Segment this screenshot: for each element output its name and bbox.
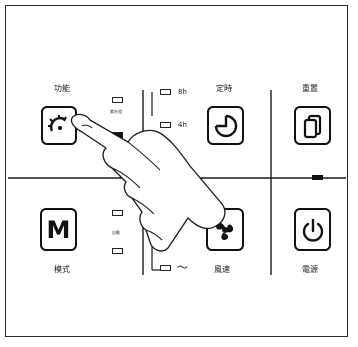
ion-burst-icon: [46, 113, 72, 139]
fan-icon: [211, 216, 239, 244]
power-button[interactable]: [294, 208, 331, 251]
power-icon: [300, 216, 326, 244]
speed-indicator-low: [160, 235, 171, 241]
timer-4h-label: 4h: [178, 122, 187, 129]
uv-indicator-label: 紫外燈: [110, 110, 122, 114]
auto-indicator-label: 自動: [112, 231, 120, 235]
speed-indicator-mid: [160, 265, 171, 271]
power-label: 電源: [302, 266, 318, 274]
mode-indicator-1: [112, 210, 123, 216]
timer-8h-label: 8h: [178, 89, 187, 96]
mode-indicator-2: [112, 248, 123, 254]
function-label: 功能: [54, 85, 70, 93]
ion-indicator-label: 負離子: [110, 145, 122, 149]
reset-button[interactable]: [294, 106, 331, 145]
timer-4h-indicator: [160, 122, 171, 128]
uv-indicator: [112, 97, 123, 103]
led-bar-indicator: [312, 175, 323, 180]
wind-speed-label: 風速: [214, 266, 230, 274]
timer-button[interactable]: [207, 106, 244, 145]
wind-speed-button[interactable]: [206, 208, 244, 251]
ion-indicator: [112, 132, 123, 138]
clock-icon: [213, 113, 239, 139]
function-button[interactable]: [41, 106, 77, 145]
mode-button[interactable]: M: [40, 208, 77, 251]
filter-reset-icon: [302, 113, 324, 139]
timer-label: 定時: [216, 85, 232, 93]
timer-8h-indicator: [160, 89, 171, 95]
speed-arrow: ▲: [147, 222, 152, 228]
reset-label: 重置: [302, 85, 318, 93]
mode-label: 模式: [54, 266, 70, 274]
m-letter-icon: M: [47, 218, 71, 242]
speed-tilde: ～: [177, 262, 188, 273]
